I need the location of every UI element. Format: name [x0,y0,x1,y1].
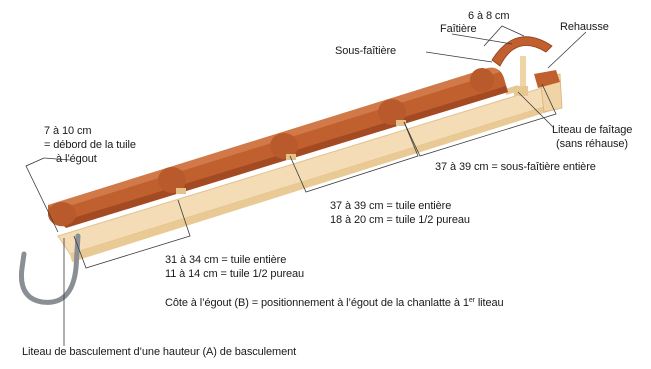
cote-egout-suffix: liteau [474,297,504,309]
tile-nose-1 [48,202,76,226]
roof-tiles [48,67,508,228]
lower-span-label-line2: 11 à 14 cm = tuile 1/2 pureau [165,268,305,280]
liteau-faitage-label-line1: Liteau de faîtage [552,124,633,136]
debord-label-line2: = débord de la tuile [44,139,136,151]
debord-label-line3: à l’égout [56,153,97,165]
tile-hook-3 [396,120,406,126]
cote-egout-superscript: er [468,297,475,304]
ridge-gap-bracket [483,25,525,47]
debord-label-line1: 7 à 10 cm [44,125,92,137]
debord-leader [43,157,71,161]
middle-span-label-line1: 37 à 39 cm = tuile entière [330,200,452,212]
tile-hook-2 [286,154,296,160]
tile-nose-4 [378,99,406,125]
ridge-support [520,56,526,86]
sous-faitiere-length-label: 37 à 39 cm = sous-faîtière entière [435,161,596,173]
middle-span-bracket [289,121,419,193]
cote-egout-prefix: Côte à l’égout (B) = positionnement à l’… [165,297,469,309]
liteau-faitage-leader [517,91,555,129]
tile-hook-1 [176,188,186,194]
ridge-right-tile [534,70,560,88]
ridge-assembly [491,36,563,113]
debord-bracket [25,157,59,233]
sous-faitiere-leader [425,51,493,63]
sous-faitiere-label: Sous-faîtière [335,45,397,57]
gutter-hook [18,233,81,305]
upper-span-bracket [403,83,557,157]
dimension-lines [25,25,587,346]
tile-nose-5 [470,68,494,92]
liteau-basculement-label: Liteau de basculement d’une hauteur (A) … [22,346,297,358]
ridge-gap-label: 6 à 8 cm [468,10,510,22]
cote-egout-label: Côte à l’égout (B) = positionnement à l’… [165,297,504,310]
lower-span-bracket [73,199,191,269]
faitiere-label: Faîtière [440,23,477,35]
middle-span-label-line2: 18 à 20 cm = tuile 1/2 pureau [330,214,470,226]
batten-board-lower-face [70,102,560,262]
rehausse-label: Rehausse [560,21,609,33]
faitiere-tile [491,36,553,67]
rehausse-leader [547,31,587,69]
tile-nose-2 [158,167,186,193]
tile-nose-3 [270,133,298,159]
liteau-faitage-block [514,86,528,96]
lower-span-label-line1: 31 à 34 cm = tuile entière [165,254,287,266]
liteau-faitage-label-line2: (sans réhause) [556,138,628,150]
faitiere-leader [451,33,513,45]
